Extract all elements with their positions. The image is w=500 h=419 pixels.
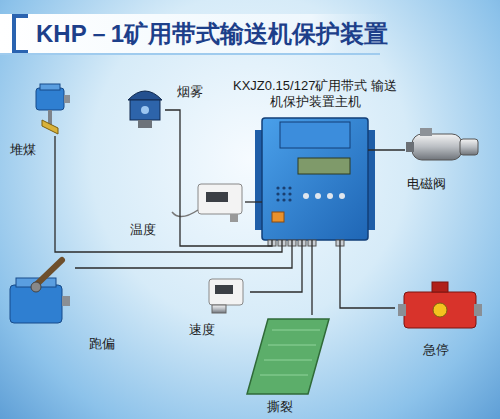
device-label: 温度 xyxy=(130,222,156,238)
device-label: 速度 xyxy=(189,322,215,338)
sensor-device: 电磁阀 xyxy=(405,126,481,162)
title-bracket xyxy=(14,16,28,52)
title-rule xyxy=(0,53,380,55)
device-label: 撕裂 xyxy=(267,399,293,415)
temperature-sensor xyxy=(172,184,242,222)
host-unit: KXJZ0.15/127矿用带式 输送机保护装置主机 xyxy=(262,118,368,240)
device-label: 急停 xyxy=(423,342,449,358)
device-label: 电磁阀 xyxy=(407,176,446,192)
device-label: 烟雾 xyxy=(177,84,203,100)
title-band xyxy=(0,14,390,54)
sensor-device: 跑偏 xyxy=(5,258,75,330)
deviation-switch xyxy=(10,260,70,323)
tear-sensor-plate xyxy=(247,319,329,394)
cable-wire xyxy=(340,240,395,308)
cable-wire xyxy=(75,240,292,268)
solenoid-valve xyxy=(406,128,478,160)
title-text: KHP－1矿用带式输送机保护装置 xyxy=(36,19,388,49)
emergency-stop xyxy=(398,282,482,328)
unit-heading: KXJZ0.15/127矿用带式 输送机保护装置主机 xyxy=(229,78,401,110)
sensor-device: 急停 xyxy=(395,280,485,332)
sensor-device: 速度 xyxy=(205,276,250,316)
sensor-device: 堆煤 xyxy=(30,82,72,136)
cable-wire xyxy=(55,136,282,252)
cable-wire xyxy=(311,240,312,315)
sensor-device: 温度 xyxy=(190,182,245,224)
cable-wire xyxy=(165,110,272,246)
cable-wire xyxy=(250,240,302,292)
coal-pile-sensor xyxy=(36,84,70,134)
sensor-device: 烟雾 xyxy=(125,84,165,130)
device-label: 跑偏 xyxy=(89,336,115,352)
smoke-sensor xyxy=(128,91,162,128)
cable-wire xyxy=(368,149,405,150)
speed-sensor xyxy=(209,279,243,313)
device-label: 堆煤 xyxy=(10,142,36,158)
cable-wire xyxy=(245,201,262,202)
host-unit-drawing xyxy=(255,118,375,246)
sensor-device: 撕裂 xyxy=(245,315,330,397)
